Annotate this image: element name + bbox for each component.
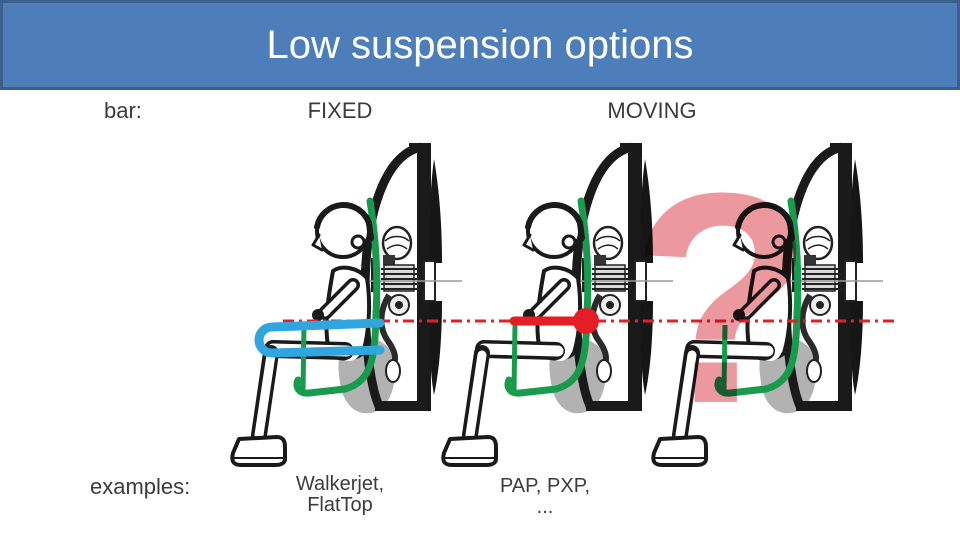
fixed-example-line2: FlatTop [307, 494, 373, 516]
slide-header: Low suspension options [0, 0, 960, 90]
fixed-example-line1: Walkerjet, [295, 473, 385, 495]
examples-row-label: examples: [90, 474, 191, 499]
fixed-examples: Walkerjet, FlatTop [290, 474, 390, 516]
fixed-bar [254, 318, 385, 358]
question-mark: ? [630, 130, 813, 466]
pilot-unit-fixed [232, 143, 462, 465]
slide-title: Low suspension options [266, 22, 694, 67]
moving-column-label: MOVING [607, 98, 697, 123]
moving-examples: PAP, PXP, ... [499, 475, 591, 518]
pivot-point [573, 308, 599, 334]
fixed-column-label: FIXED [307, 98, 373, 123]
bar-row-label: bar: [104, 98, 142, 123]
